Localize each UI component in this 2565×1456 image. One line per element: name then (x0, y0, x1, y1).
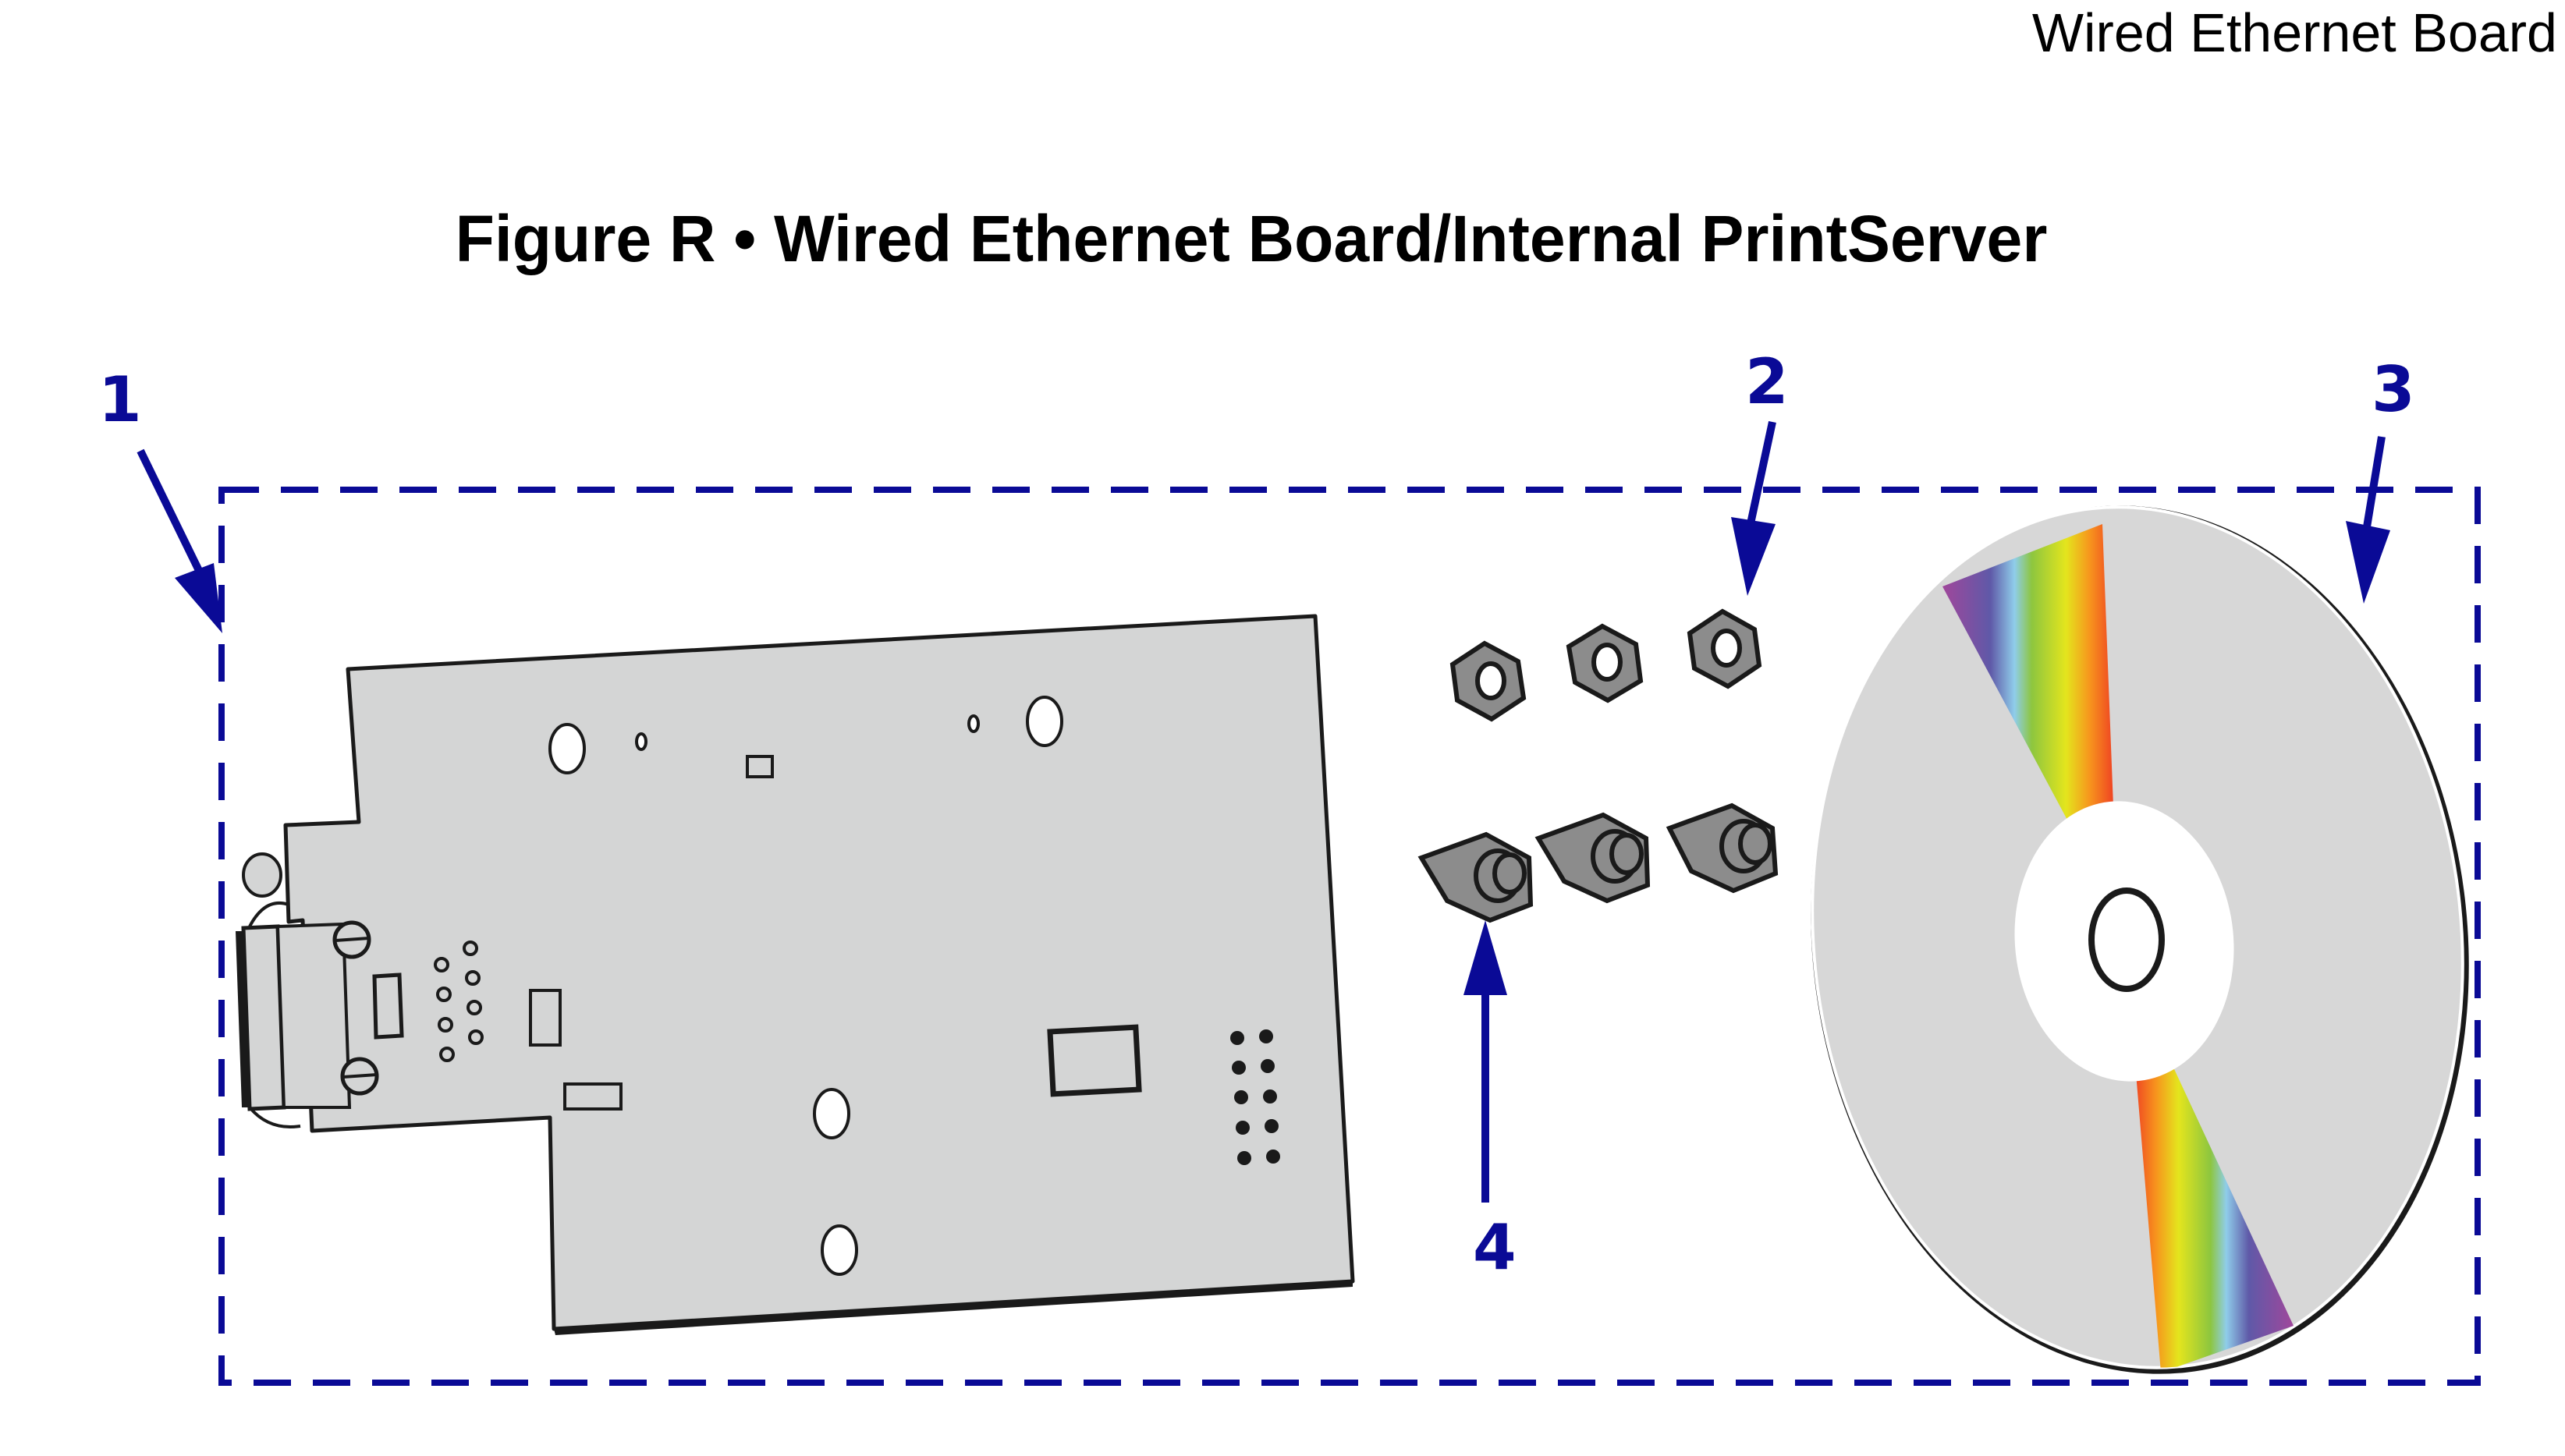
screw (340, 1057, 379, 1096)
board-outline (283, 614, 1355, 1331)
mounting-hole (813, 1088, 850, 1139)
callout-number: 4 (1473, 1211, 1517, 1284)
mounting-hole (548, 723, 586, 774)
hex-nuts (1449, 608, 1762, 722)
mounting-hole (1026, 696, 1063, 747)
screw (332, 920, 371, 959)
rainbow-reflection (2134, 1045, 2294, 1373)
hex-nut (1687, 608, 1762, 689)
mounting-hole (821, 1224, 858, 1276)
rj45-connector (236, 852, 404, 1128)
standoff (1417, 831, 1534, 923)
hex-nut (1566, 623, 1644, 703)
standoff (1666, 802, 1779, 894)
board-chip (1047, 1024, 1142, 1097)
hex-nut (1449, 640, 1527, 722)
running-header: Wired Ethernet Board (2031, 2, 2557, 63)
standoffs (1417, 802, 1779, 923)
callout-4: 4 (1463, 920, 1517, 1284)
rainbow-reflection (1942, 524, 2114, 834)
disc-center-hole (2088, 887, 2165, 992)
callout-2: 2 (1731, 345, 1789, 596)
ethernet-board (236, 614, 1355, 1335)
figure-title: Figure R • Wired Ethernet Board/Internal… (455, 202, 2048, 275)
callout-3: 3 (2346, 353, 2415, 604)
callout-1: 1 (98, 363, 222, 633)
cd-rom (1811, 505, 2469, 1374)
callout-number: 2 (1745, 345, 1789, 418)
standoff (1534, 812, 1651, 904)
kit-frame (218, 487, 2481, 1386)
callout-number: 3 (2372, 353, 2415, 426)
callout-number: 1 (98, 363, 142, 436)
